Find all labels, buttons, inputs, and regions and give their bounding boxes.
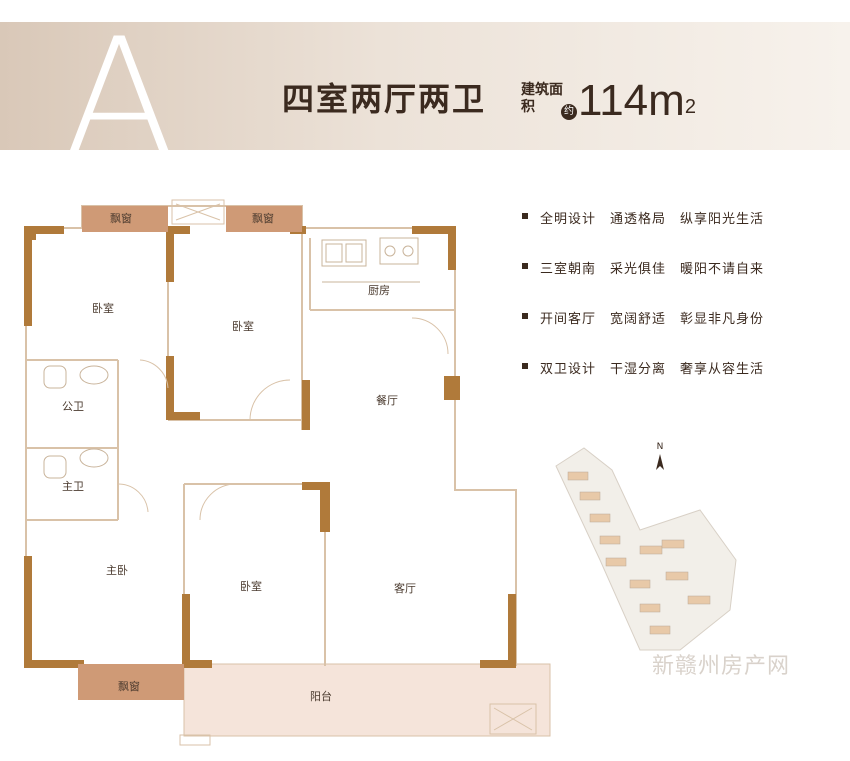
bullet-icon [522, 263, 528, 269]
label-bay-window-2: 飘窗 [252, 211, 274, 225]
feature-item: 双卫设计 干湿分离 奢享从容生活 [522, 358, 842, 408]
outline-walls [25, 205, 517, 667]
bay-window-bottom [78, 664, 184, 700]
layout-title: 四室两厅两卫 [282, 80, 487, 118]
site-buildings [567, 471, 711, 635]
label-master-bath: 主卫 [62, 480, 84, 493]
ac-unit-top [171, 199, 225, 225]
kitchen-fixtures [321, 237, 420, 283]
compass-label: N [656, 442, 664, 452]
label-kitchen: 厨房 [368, 284, 390, 297]
watermark: 新赣州房产网 [652, 654, 791, 679]
label-bay-window-1: 飘窗 [110, 211, 132, 225]
label-bay-window-3: 飘窗 [118, 679, 140, 693]
label-master-bedroom: 主卧 [106, 564, 128, 577]
bullet-icon [522, 213, 528, 219]
label-dining: 餐厅 [376, 393, 398, 407]
bathroom-fixtures [43, 365, 109, 479]
area-value: 114m2 [578, 76, 696, 125]
compass-arrow-icon [656, 454, 664, 470]
label-living: 客厅 [394, 581, 416, 595]
bay-window-top-right [226, 206, 302, 232]
balcony-area [183, 663, 551, 737]
door-arcs [117, 317, 449, 521]
bay-window-top-left [82, 206, 168, 232]
label-bedroom-n: 卧室 [232, 319, 254, 333]
header-banner: A 四室两厅两卫 建筑面积 约 114m2 [0, 16, 850, 184]
feature-list: 全明设计 通透格局 纵享阳光生活 三室朝南 采光俱佳 暖阳不请自来 开间客厅 宽… [522, 208, 842, 408]
area-unit-sup: 2 [684, 96, 696, 118]
area-label: 建筑面积 [521, 82, 563, 115]
label-balcony: 阳台 [310, 689, 332, 703]
bullet-icon [522, 363, 528, 369]
approx-badge: 约 [561, 104, 577, 120]
thick-walls [24, 226, 516, 668]
layout-letter: A [62, 2, 177, 198]
feature-item: 三室朝南 采光俱佳 暖阳不请自来 [522, 258, 842, 308]
bullet-icon [522, 313, 528, 319]
label-bedroom-s: 卧室 [240, 579, 262, 593]
label-bedroom-nw: 卧室 [92, 301, 114, 315]
feature-item: 全明设计 通透格局 纵享阳光生活 [522, 208, 842, 258]
ac-unit-bottom [489, 703, 537, 735]
label-public-bath: 公卫 [62, 400, 84, 413]
feature-item: 开间客厅 宽阔舒适 彰显非凡身份 [522, 308, 842, 358]
